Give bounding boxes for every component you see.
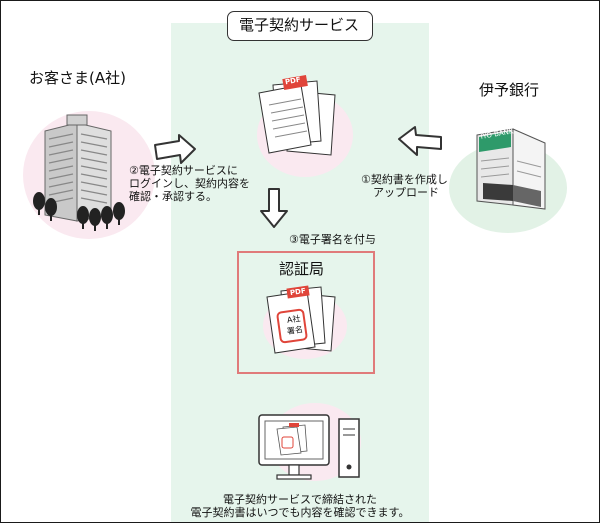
ca-label: 認証局: [279, 260, 325, 278]
stamp-line2: 署名: [286, 324, 304, 337]
step2-line2: ログインし、契約内容を: [129, 177, 250, 190]
footer-line1: 電子契約サービスで締結された: [223, 493, 377, 506]
step3-label: ③電子署名を付与: [289, 233, 376, 246]
computer-icon: [258, 414, 360, 480]
arrow-right-icon: [154, 134, 196, 164]
footer-line2: 電子契約書はいつでも内容を確認できます。: [190, 506, 410, 519]
bank-building-icon: [476, 128, 546, 210]
step2-line3: 確認・承認する。: [129, 190, 217, 203]
arrow-left-icon: [398, 126, 442, 156]
arrow-down-icon: [260, 188, 288, 228]
service-title: 電子契約サービス: [238, 16, 359, 34]
step1-line2: アップロード: [373, 186, 439, 199]
service-title-box: [227, 11, 373, 41]
step2-line1: ②電子契約サービスに: [129, 164, 238, 177]
bank-label: 伊予銀行: [479, 81, 540, 99]
step1-line1: ①契約書を作成し: [361, 173, 448, 186]
customer-label: お客さま(A社): [29, 69, 126, 87]
signed-document-icon: [266, 285, 336, 354]
office-building-icon: [33, 114, 125, 231]
documents-icon: [258, 74, 336, 156]
certificate-authority-box: [237, 251, 375, 374]
